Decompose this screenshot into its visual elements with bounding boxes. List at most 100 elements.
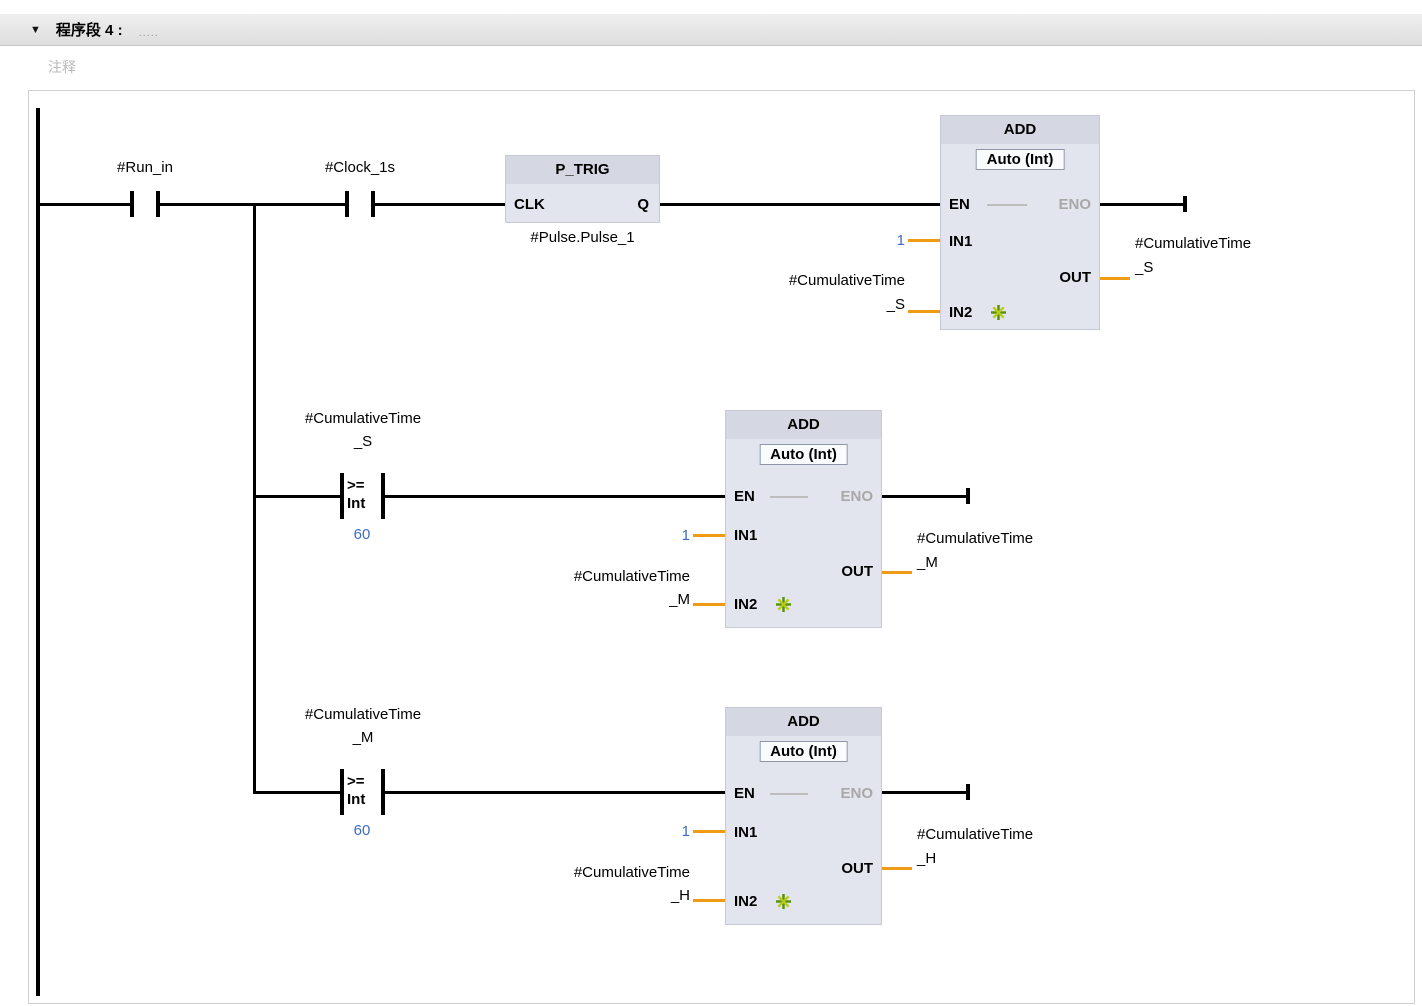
cmp-seconds-operand-line2[interactable]: _S xyxy=(353,433,373,450)
wire-segment xyxy=(385,495,725,498)
en-eno-dash xyxy=(770,793,808,795)
contact-run-in[interactable] xyxy=(130,191,160,217)
operand-wire xyxy=(882,571,912,574)
comparator-op: >= xyxy=(347,477,365,494)
insert-input-icon[interactable] xyxy=(776,894,792,910)
pin-out: OUT xyxy=(841,860,873,877)
add-block-seconds[interactable]: ADD Auto (Int) EN ENO IN1 OUT IN2 xyxy=(940,115,1100,330)
power-rail xyxy=(36,108,40,996)
add-hours-in1-value[interactable]: 1 xyxy=(681,823,690,840)
add-minutes-in2-label-line2[interactable]: _M xyxy=(669,591,690,608)
pin-eno: ENO xyxy=(1058,196,1091,213)
wire-segment xyxy=(160,203,345,206)
comparator-seconds[interactable]: >= Int xyxy=(340,473,385,519)
wire-segment xyxy=(255,495,340,498)
p-trig-title: P_TRIG xyxy=(555,161,610,178)
comparator-bar xyxy=(381,473,385,519)
block-header xyxy=(726,411,881,439)
add-title: ADD xyxy=(787,713,820,730)
wire-terminator xyxy=(966,488,970,504)
add-minutes-out-label-line2[interactable]: _M xyxy=(917,554,938,571)
contact-run-in-label[interactable]: #Run_in xyxy=(117,159,173,176)
add-hours-out-label-line1[interactable]: #CumulativeTime xyxy=(917,826,1034,843)
cmp-minutes-operand-line2[interactable]: _M xyxy=(352,729,374,746)
add-minutes-in1-value[interactable]: 1 xyxy=(681,527,690,544)
add-block-hours[interactable]: ADD Auto (Int) EN ENO IN1 OUT IN2 xyxy=(725,707,882,925)
add-seconds-in2-label-line2[interactable]: _S xyxy=(886,296,905,313)
insert-input-icon[interactable] xyxy=(991,305,1007,321)
pin-out: OUT xyxy=(1059,269,1091,286)
comparator-bar xyxy=(381,769,385,815)
operand-wire xyxy=(908,310,940,313)
add-mode-selector[interactable]: Auto (Int) xyxy=(975,149,1065,170)
operand-wire xyxy=(693,603,725,606)
collapse-triangle-icon[interactable]: ▼ xyxy=(30,23,41,36)
contact-bar xyxy=(156,191,160,217)
comparator-type[interactable]: Int xyxy=(347,791,366,808)
contact-bar xyxy=(130,191,134,217)
add-seconds-in1-value[interactable]: 1 xyxy=(896,232,905,249)
wire-terminator xyxy=(966,784,970,800)
add-seconds-in2-label-line1[interactable]: #CumulativeTime xyxy=(788,272,905,289)
pin-eno: ENO xyxy=(840,785,873,802)
pin-in2: IN2 xyxy=(949,304,973,321)
pin-in1: IN1 xyxy=(949,233,973,250)
pin-q: Q xyxy=(637,196,649,213)
cmp-seconds-operand-line1[interactable]: #CumulativeTime xyxy=(304,410,422,427)
pin-in2: IN2 xyxy=(734,596,758,613)
cmp-minutes-value[interactable]: 60 xyxy=(353,822,371,839)
pin-eno: ENO xyxy=(840,488,873,505)
block-header xyxy=(941,116,1099,144)
network-title-dots[interactable]: ..... xyxy=(138,26,159,39)
add-mode-selector[interactable]: Auto (Int) xyxy=(759,741,848,762)
contact-bar xyxy=(371,191,375,217)
network-title: 程序段 4 : xyxy=(55,22,123,39)
add-hours-in2-label-line2[interactable]: _H xyxy=(670,887,690,904)
comparator-bar xyxy=(340,769,344,815)
wire-segment xyxy=(882,495,966,498)
add-hours-out-label-line2[interactable]: _H xyxy=(917,850,937,867)
operand-wire xyxy=(693,830,725,833)
wire-segment xyxy=(882,791,966,794)
wire-segment xyxy=(660,203,940,206)
add-title: ADD xyxy=(1003,121,1037,138)
contact-clock-label[interactable]: #Clock_1s xyxy=(324,159,396,176)
add-seconds-out-label-line2[interactable]: _S xyxy=(1135,259,1154,276)
add-block-minutes[interactable]: ADD Auto (Int) EN ENO IN1 OUT IN2 xyxy=(725,410,882,628)
p-trig-block[interactable]: P_TRIG CLK Q xyxy=(505,155,660,223)
contact-clock-1s[interactable] xyxy=(345,191,375,217)
add-title: ADD xyxy=(787,416,820,433)
block-header xyxy=(726,708,881,736)
add-minutes-in2-label-line1[interactable]: #CumulativeTime xyxy=(573,568,690,585)
pin-out: OUT xyxy=(841,563,873,580)
wire-terminator xyxy=(1183,196,1187,212)
branch-wire xyxy=(253,203,256,794)
pin-in2: IN2 xyxy=(734,893,758,910)
add-seconds-out-label-line1[interactable]: #CumulativeTime xyxy=(1135,235,1252,252)
en-eno-dash xyxy=(770,496,808,498)
pin-in1: IN1 xyxy=(734,824,758,841)
pin-en: EN xyxy=(734,785,755,802)
wire-segment xyxy=(38,203,130,206)
add-minutes-out-label-line1[interactable]: #CumulativeTime xyxy=(917,530,1034,547)
operand-wire xyxy=(882,867,912,870)
contact-bar xyxy=(345,191,349,217)
comparator-op: >= xyxy=(347,773,365,790)
add-hours-in2-label-line1[interactable]: #CumulativeTime xyxy=(573,864,690,881)
pin-clk: CLK xyxy=(514,196,545,213)
insert-input-icon[interactable] xyxy=(776,597,792,613)
comparator-type[interactable]: Int xyxy=(347,495,366,512)
network-comment[interactable]: 注释 xyxy=(48,59,76,75)
en-eno-dash xyxy=(987,204,1027,206)
wire-segment xyxy=(1100,203,1183,206)
network-header[interactable]: ▼ 程序段 4 : ..... xyxy=(0,14,1422,46)
p-trig-instance-label[interactable]: #Pulse.Pulse_1 xyxy=(530,229,635,246)
comparator-minutes[interactable]: >= Int xyxy=(340,769,385,815)
pin-en: EN xyxy=(949,196,970,213)
add-mode-selector[interactable]: Auto (Int) xyxy=(759,444,848,465)
cmp-minutes-operand-line1[interactable]: #CumulativeTime xyxy=(304,706,422,723)
wire-segment xyxy=(385,791,725,794)
comparator-bar xyxy=(340,473,344,519)
cmp-seconds-value[interactable]: 60 xyxy=(353,526,371,543)
